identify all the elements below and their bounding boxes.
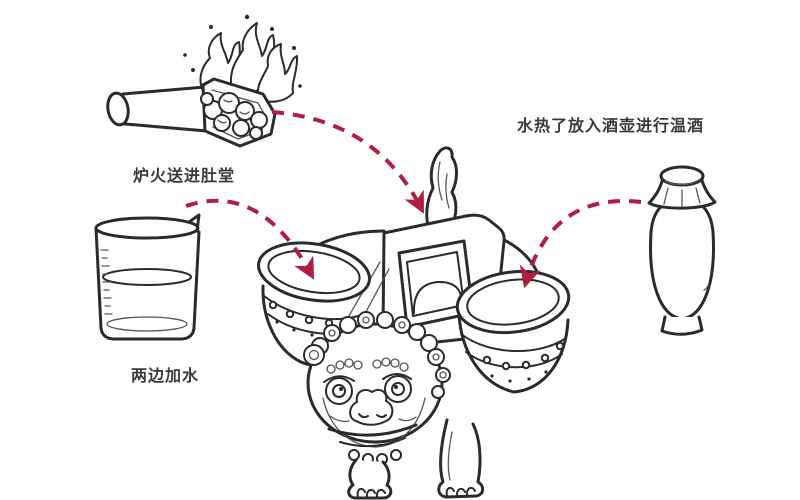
water-beaker-icon — [94, 213, 201, 341]
fire-shovel-icon — [106, 14, 302, 148]
label-fire-step: 炉火送进肚堂 — [133, 168, 236, 185]
arrow-fire-to-belly — [271, 110, 424, 214]
lion-vessel-icon — [257, 146, 571, 500]
arrow-wine-to-right-drum — [519, 199, 642, 289]
lion-head — [303, 311, 451, 465]
wine-jar-icon — [647, 165, 717, 336]
lion-front-legs — [347, 418, 485, 500]
label-wine-step: 水热了放入酒壶进行温酒 — [517, 118, 705, 135]
label-water-step: 两边加水 — [131, 368, 200, 385]
arrow-water-to-left-drum — [185, 198, 315, 280]
